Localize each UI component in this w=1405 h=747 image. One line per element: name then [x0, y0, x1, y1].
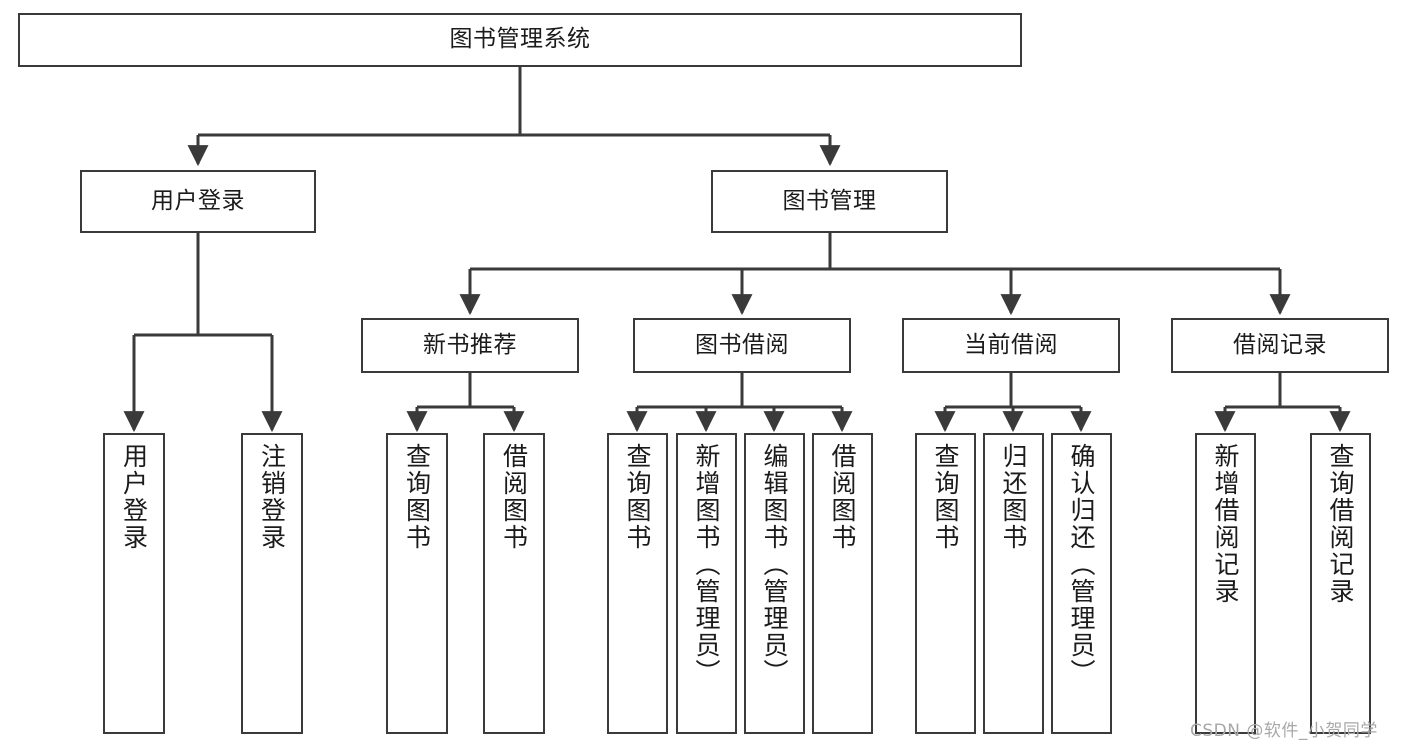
node-leaf-edit-book-label: 编辑图书（管理员）	[760, 443, 789, 686]
node-leaf-user-login[interactable]: 用户登录	[103, 433, 165, 734]
node-leaf-borrow-book-1-label: 借阅图书	[499, 443, 529, 551]
node-book-borrow[interactable]: 图书借阅	[633, 318, 851, 373]
node-leaf-query-book-1-label: 查询图书	[402, 443, 432, 551]
node-current-borrow-label: 当前借阅	[964, 331, 1058, 358]
node-leaf-borrow-book-2[interactable]: 借阅图书	[812, 433, 873, 734]
node-leaf-query-book-1[interactable]: 查询图书	[386, 433, 448, 734]
node-leaf-confirm-return-label: 确认归还（管理员）	[1067, 443, 1096, 686]
node-borrow-record[interactable]: 借阅记录	[1171, 318, 1389, 373]
watermark-text: CSDN @软件_小贺同学	[1190, 721, 1378, 741]
node-leaf-confirm-return[interactable]: 确认归还（管理员）	[1051, 433, 1112, 734]
node-leaf-user-logout-label: 注销登录	[257, 443, 287, 551]
node-leaf-edit-book[interactable]: 编辑图书（管理员）	[744, 433, 805, 734]
node-new-book-recommend-label: 新书推荐	[423, 331, 517, 358]
node-leaf-query-record-label: 查询借阅记录	[1326, 443, 1355, 605]
node-leaf-query-record[interactable]: 查询借阅记录	[1310, 433, 1371, 734]
node-leaf-query-book-2-label: 查询图书	[623, 443, 652, 551]
node-leaf-query-book-2[interactable]: 查询图书	[607, 433, 668, 734]
node-leaf-return-book-label: 归还图书	[999, 443, 1028, 551]
node-leaf-user-logout[interactable]: 注销登录	[241, 433, 303, 734]
node-leaf-borrow-book-1[interactable]: 借阅图书	[483, 433, 545, 734]
node-borrow-record-label: 借阅记录	[1233, 331, 1327, 358]
node-leaf-return-book[interactable]: 归还图书	[983, 433, 1044, 734]
node-leaf-query-book-3-label: 查询图书	[931, 443, 960, 551]
node-root[interactable]: 图书管理系统	[18, 13, 1022, 67]
node-book-borrow-label: 图书借阅	[695, 331, 789, 358]
node-leaf-add-book[interactable]: 新增图书（管理员）	[676, 433, 737, 734]
node-leaf-add-book-label: 新增图书（管理员）	[692, 443, 721, 686]
node-book-manage-label: 图书管理	[782, 187, 877, 214]
node-leaf-user-login-label: 用户登录	[119, 443, 149, 551]
node-leaf-borrow-book-2-label: 借阅图书	[828, 443, 857, 551]
node-leaf-add-record[interactable]: 新增借阅记录	[1195, 433, 1256, 734]
node-book-manage[interactable]: 图书管理	[711, 170, 948, 233]
node-user-login-label: 用户登录	[151, 187, 245, 214]
node-leaf-query-book-3[interactable]: 查询图书	[915, 433, 976, 734]
node-user-login[interactable]: 用户登录	[80, 170, 316, 233]
node-root-label: 图书管理系统	[449, 26, 591, 53]
node-leaf-add-record-label: 新增借阅记录	[1211, 443, 1240, 605]
node-new-book-recommend[interactable]: 新书推荐	[361, 318, 579, 373]
node-current-borrow[interactable]: 当前借阅	[902, 318, 1120, 373]
